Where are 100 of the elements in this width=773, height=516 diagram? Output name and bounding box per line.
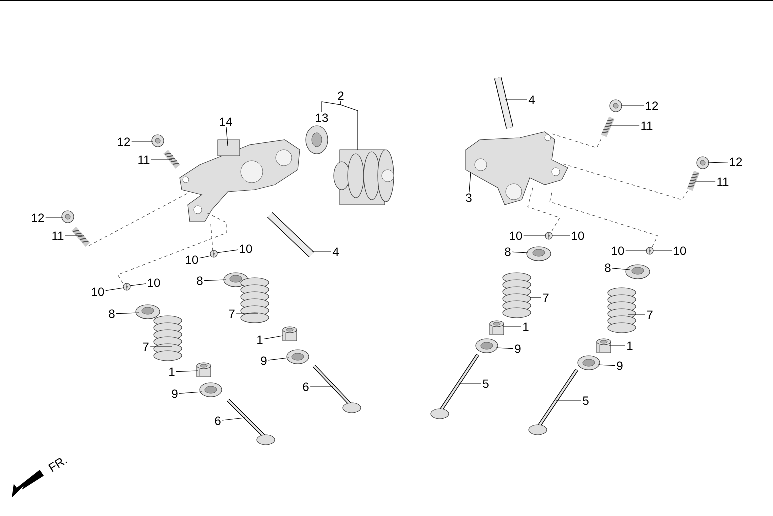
stud-drawing bbox=[687, 170, 700, 192]
leader-line bbox=[264, 336, 284, 340]
spring-drawing bbox=[154, 316, 182, 362]
spring-drawing bbox=[608, 288, 636, 334]
callout-number: 1 bbox=[170, 368, 175, 376]
callout-number: 12 bbox=[118, 138, 130, 146]
dashed-guide-line bbox=[562, 164, 688, 200]
leader-line bbox=[216, 250, 238, 254]
dashed-guide-line bbox=[552, 134, 604, 148]
callout-number: 3 bbox=[466, 194, 472, 202]
spring-drawing bbox=[240, 278, 270, 324]
valve-drawing bbox=[528, 369, 578, 436]
leader-line bbox=[598, 364, 616, 366]
leader-line bbox=[556, 400, 582, 402]
leader-line bbox=[222, 418, 246, 421]
callout-number: 6 bbox=[215, 416, 221, 426]
callout-number: 7 bbox=[647, 310, 653, 320]
leader-line bbox=[626, 250, 648, 252]
spring-drawing bbox=[502, 272, 532, 318]
leader-line bbox=[226, 127, 228, 146]
stud-drawing bbox=[601, 116, 615, 138]
callout-number: 7 bbox=[543, 294, 549, 302]
leader-line bbox=[512, 252, 528, 254]
callout-number: 9 bbox=[617, 362, 623, 370]
washer-drawing bbox=[200, 382, 222, 398]
leader-line bbox=[628, 314, 646, 316]
leader-line bbox=[116, 312, 140, 314]
keeper-drawing bbox=[646, 247, 654, 255]
callout-number: 4 bbox=[332, 248, 339, 256]
callout-number: 10 bbox=[612, 246, 624, 256]
callout-number: 1 bbox=[524, 322, 529, 332]
valve-drawing bbox=[430, 354, 480, 420]
callout-number: 10 bbox=[674, 246, 686, 256]
valve-drawing bbox=[226, 398, 276, 446]
leader-line bbox=[106, 288, 124, 292]
pin-drawing bbox=[494, 77, 514, 129]
seal-drawing bbox=[490, 320, 504, 336]
rocker-arm-drawing bbox=[466, 132, 568, 206]
callout-number: 11 bbox=[718, 178, 729, 186]
nut-drawing bbox=[696, 156, 710, 170]
retainer-drawing bbox=[136, 304, 160, 320]
stud-drawing bbox=[72, 227, 90, 247]
nut-drawing bbox=[62, 210, 74, 224]
bearing-drawing bbox=[306, 126, 328, 154]
callout-number: 10 bbox=[186, 256, 198, 264]
callout-number: 12 bbox=[32, 214, 44, 222]
pin-drawing bbox=[267, 212, 315, 258]
callout-number: 8 bbox=[605, 264, 611, 272]
leader-line bbox=[130, 284, 146, 286]
callout-number: 5 bbox=[483, 380, 489, 388]
leader-line bbox=[469, 172, 472, 193]
callout-number: 9 bbox=[172, 390, 178, 398]
seal-drawing bbox=[196, 362, 212, 378]
callout-number: 10 bbox=[572, 232, 584, 240]
leader-line bbox=[652, 250, 672, 252]
retainer-drawing bbox=[526, 246, 552, 262]
leader-line bbox=[204, 280, 226, 282]
stud-drawing bbox=[164, 150, 180, 169]
callout-number: 11 bbox=[52, 232, 64, 240]
leader-line bbox=[340, 101, 358, 150]
callout-number: 11 bbox=[138, 156, 150, 164]
callout-number: 8 bbox=[109, 310, 115, 318]
dashed-guide-line bbox=[118, 212, 228, 286]
callout-number: 11 bbox=[642, 122, 653, 130]
seal-drawing bbox=[282, 326, 298, 342]
leader-line bbox=[612, 268, 630, 270]
callout-number: 9 bbox=[261, 356, 267, 366]
callout-number: 10 bbox=[240, 244, 252, 254]
seal-drawing bbox=[596, 338, 612, 354]
callout-number: 12 bbox=[646, 102, 658, 110]
callout-number: 14 bbox=[220, 118, 232, 126]
leader-line bbox=[502, 326, 522, 328]
callout-number: 5 bbox=[583, 396, 589, 406]
valve-drawing bbox=[312, 364, 362, 414]
nut-drawing bbox=[152, 134, 164, 148]
retainer-drawing bbox=[626, 264, 650, 280]
leader-line bbox=[268, 358, 290, 361]
leader-line bbox=[322, 101, 342, 113]
callout-number: 7 bbox=[143, 342, 149, 352]
callout-number: 2 bbox=[338, 92, 344, 100]
keeper-drawing bbox=[545, 232, 553, 240]
callout-number: 1 bbox=[628, 342, 633, 350]
leader-line bbox=[708, 162, 728, 164]
callout-number: 4 bbox=[528, 96, 535, 104]
dashed-guide-line bbox=[550, 192, 658, 248]
callout-number: 10 bbox=[510, 232, 522, 240]
callout-number: 8 bbox=[505, 248, 511, 256]
callout-number: 10 bbox=[148, 278, 160, 288]
leader-line bbox=[179, 392, 202, 394]
leader-line bbox=[310, 386, 334, 388]
callout-number: 9 bbox=[515, 344, 521, 354]
dashed-guide-line bbox=[210, 224, 214, 252]
callout-number: 8 bbox=[197, 276, 203, 286]
callout-number: 1 bbox=[258, 336, 263, 344]
washer-drawing bbox=[476, 338, 498, 354]
washer-drawing bbox=[286, 350, 310, 364]
leader-line bbox=[496, 348, 514, 350]
leader-line bbox=[150, 346, 172, 348]
rocker-arm-drawing bbox=[180, 140, 300, 222]
callout-number: 6 bbox=[303, 382, 309, 392]
